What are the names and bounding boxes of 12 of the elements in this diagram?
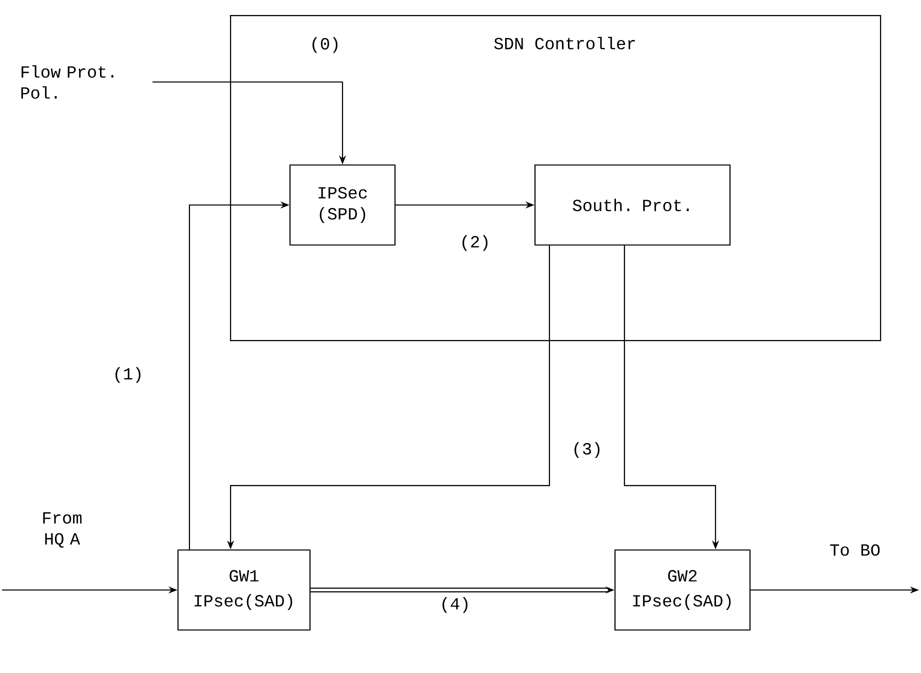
edge-label: (0) [308, 35, 342, 55]
gateway-box: GW2 IPsec(SAD) [614, 549, 751, 631]
step-number: (3) [570, 440, 604, 460]
edge-label: (2) [458, 233, 492, 253]
process-box: South. Prot. [534, 164, 731, 246]
process-box: IPSec (SPD) [289, 164, 396, 246]
edge-label: To BO [828, 542, 883, 558]
edge-label: (1) [110, 365, 146, 385]
bare-text: Flow Prot. Pol. [21, 65, 114, 99]
edge-label: (4) [438, 595, 472, 615]
edge-label: From HQ A [30, 510, 94, 550]
gateway-box: GW1 IPsec(SAD) [177, 549, 311, 631]
